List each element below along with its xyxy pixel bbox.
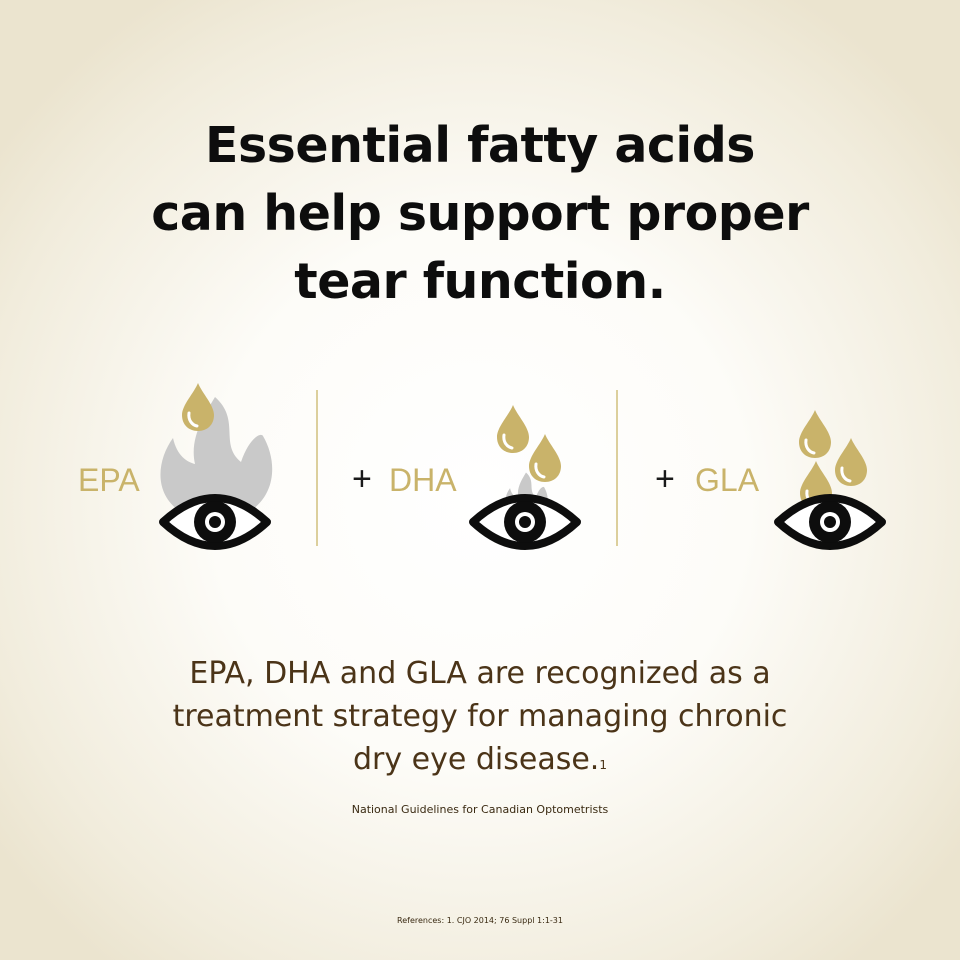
headline-line-2: can help support proper — [151, 185, 809, 242]
body-text: EPA, DHA and GLA are recognized as a tre… — [0, 652, 960, 781]
epa-illustration — [150, 381, 273, 555]
body-line-1: EPA, DHA and GLA are recognized as a — [189, 656, 771, 691]
dha-illustration — [460, 403, 590, 555]
oil-drop-icon — [180, 381, 216, 433]
body-line-3-text: dry eye disease. — [353, 742, 600, 777]
source-citation: National Guidelines for Canadian Optomet… — [351, 803, 609, 816]
headline-line-3: tear function. — [294, 253, 666, 310]
oil-drop-icon — [833, 436, 869, 488]
headline: Essential fatty acids can help support p… — [0, 112, 960, 316]
oil-drop-icon — [797, 408, 833, 460]
eye-icon — [778, 498, 882, 546]
eye-icon — [473, 498, 577, 546]
acid-label-gla: GLA — [695, 462, 760, 498]
references: References: 1. CJO 2014; 76 Suppl 1:1-31 — [397, 916, 563, 925]
oil-drop-icon — [527, 432, 563, 484]
gla-illustration — [765, 408, 895, 558]
plus-sign-dha: + — [352, 460, 372, 498]
eye-icon — [163, 498, 267, 546]
body-line-2: treatment strategy for managing chronic — [172, 699, 788, 734]
oil-drop-icon — [495, 403, 531, 455]
acid-label-dha: DHA — [389, 462, 457, 498]
divider-2 — [616, 390, 618, 546]
plus-sign-gla: + — [655, 460, 675, 498]
acid-label-epa: EPA — [78, 462, 140, 498]
headline-line-1: Essential fatty acids — [205, 117, 755, 174]
body-line-3: dry eye disease.1 — [0, 738, 960, 781]
divider-1 — [316, 390, 318, 546]
footnote-marker: 1 — [599, 758, 607, 772]
